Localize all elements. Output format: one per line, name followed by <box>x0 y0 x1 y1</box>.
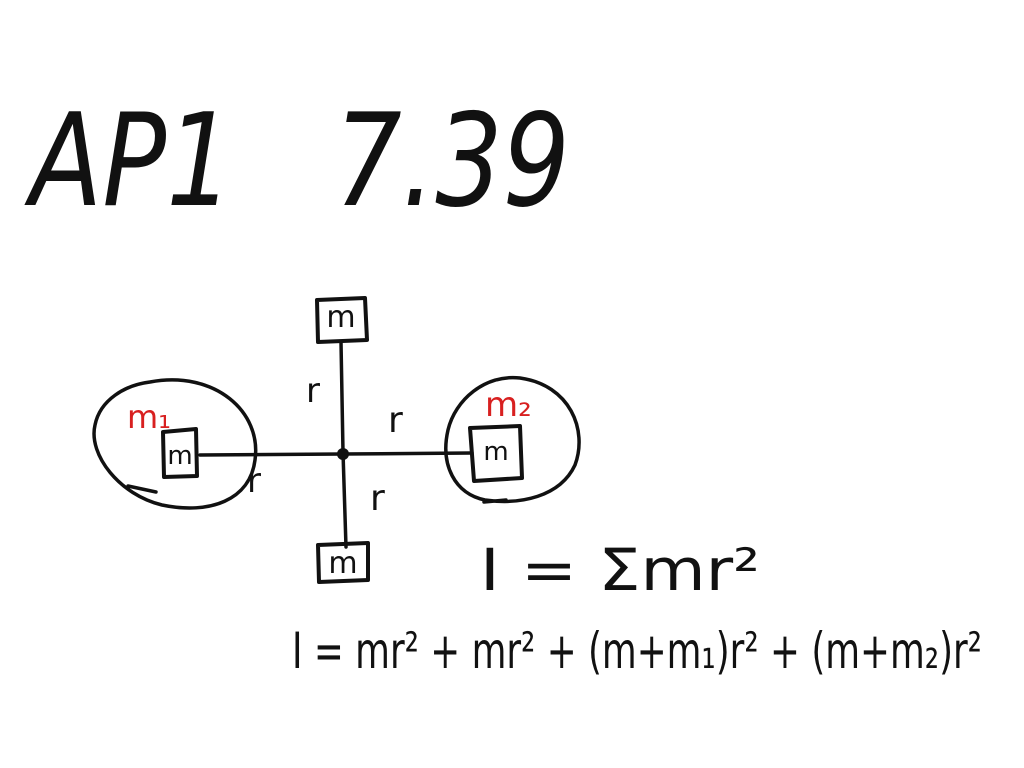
mass-box-left: m <box>161 427 199 479</box>
mass-box-bottom: m <box>316 541 370 584</box>
added-mass-label-left: m₁ <box>127 398 171 436</box>
arm-label-bottom: r <box>370 478 385 519</box>
rod-horizontal <box>198 451 474 457</box>
arm-label-left: r <box>247 461 261 501</box>
circle-around-right-mass <box>444 375 581 504</box>
mass-box-top: m <box>315 296 369 344</box>
rotating-rod <box>198 340 474 549</box>
mass-label-top: m <box>326 300 355 335</box>
mass-box-right: m <box>468 424 524 483</box>
equation-moment-of-inertia-expanded: I = mr² + mr² + (m+m₁)r² + (m+m₂)r² <box>292 622 982 680</box>
added-mass-label-right: m₂ <box>485 385 532 425</box>
mass-label-left: m <box>167 441 192 471</box>
equation-moment-of-inertia-sum: I = Σmr² <box>480 536 760 604</box>
arm-label-right: r <box>388 400 403 441</box>
pivot-point <box>337 448 349 460</box>
mass-label-bottom: m <box>328 546 357 581</box>
page-title: AP1 7.39 <box>24 87 570 236</box>
arm-label-top: r <box>306 371 320 411</box>
mass-label-right: m <box>483 437 508 467</box>
circle-around-left-mass <box>92 378 258 510</box>
